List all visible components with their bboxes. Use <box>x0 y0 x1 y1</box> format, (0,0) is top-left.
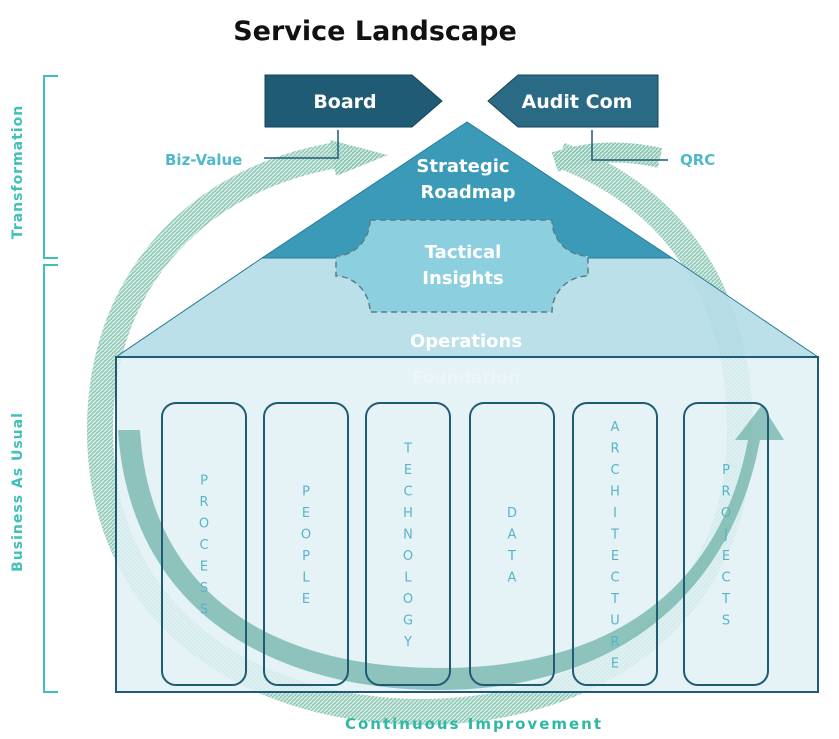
pillar-technology <box>365 402 451 686</box>
pillars <box>161 402 769 686</box>
pillar-projects <box>683 402 769 686</box>
qrc-connector <box>591 130 668 161</box>
tactical-line-2: Insights <box>422 268 503 289</box>
side-label-transformation: Transformation <box>10 105 26 239</box>
foundation-body <box>115 356 819 693</box>
pillar-process <box>161 402 247 686</box>
tactical-insights-shape <box>335 219 589 313</box>
pillar-data <box>469 402 555 686</box>
biz-value-connector <box>264 130 339 159</box>
board-box <box>264 74 443 128</box>
foundation-label: Foundation <box>412 368 520 388</box>
biz-value-label: Biz-Value <box>165 151 242 169</box>
tactical-line-1: Tactical <box>425 242 502 263</box>
audit-com-box <box>487 74 659 128</box>
qrc-label: QRC <box>680 151 715 169</box>
board-label: Board <box>313 91 376 113</box>
transformation-bracket <box>43 75 58 693</box>
pillar-people <box>263 402 349 686</box>
strategic-line-2: Roadmap <box>420 182 515 203</box>
continuous-improvement-label: Continuous Improvement <box>345 715 603 733</box>
strategic-line-1: Strategic <box>416 156 509 177</box>
audit-com-label: Audit Com <box>522 91 633 113</box>
operations-label: Operations <box>410 331 522 352</box>
pillar-architecture <box>572 402 658 686</box>
page-title: Service Landscape <box>233 16 517 47</box>
side-label-business-as-usual: Business As Usual <box>10 412 26 572</box>
